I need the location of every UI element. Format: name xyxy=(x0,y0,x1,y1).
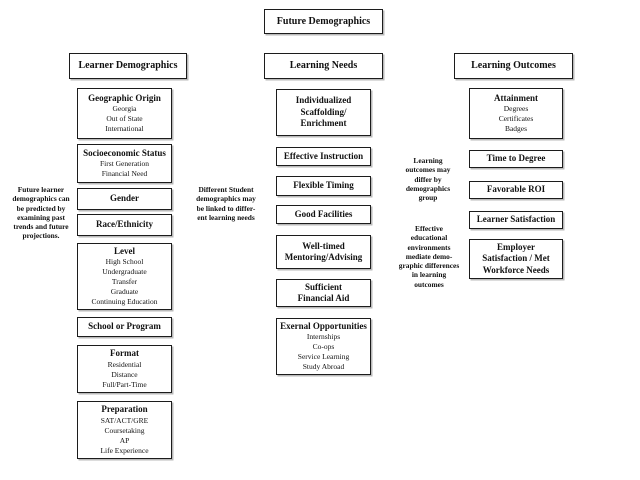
box-school-or-program: School or Program xyxy=(77,317,172,337)
box-title: School or Program xyxy=(88,321,161,332)
box-favorable-roi: Favorable ROI xyxy=(469,181,563,199)
column-header-learning-needs: Learning Needs xyxy=(264,53,383,79)
box-race-ethnicity: Race/Ethnicity xyxy=(77,214,172,236)
box-title: Flexible Timing xyxy=(293,180,354,191)
box-time-to-degree: Time to Degree xyxy=(469,150,563,168)
box-gender: Gender xyxy=(77,188,172,210)
box-title: Exernal Opportunities xyxy=(280,320,367,331)
box-flexible-timing: Flexible Timing xyxy=(276,176,371,196)
box-title: Socioeconomic Status xyxy=(83,147,166,158)
box-title: Effective Instruction xyxy=(283,150,364,161)
box-title: Gender xyxy=(110,193,139,204)
box-learner-satisfaction: Learner Satisfaction xyxy=(469,211,563,229)
box-title: Preparation xyxy=(101,404,148,415)
box-title: Race/Ethnicity xyxy=(96,219,153,230)
column-header-learner-demographics: Learner Demographics xyxy=(69,53,187,79)
box-title: Learner Satisfaction xyxy=(476,214,556,225)
column-header-learning-outcomes: Learning Outcomes xyxy=(454,53,573,79)
box-title: Level xyxy=(114,245,135,256)
box-future-demographics: Future Demographics xyxy=(264,9,383,34)
box-good-facilities: Good Facilities xyxy=(276,205,371,224)
box-title: Favorable ROI xyxy=(486,184,546,195)
box-title: Geographic Origin xyxy=(88,92,161,103)
box-title: Time to Degree xyxy=(486,153,546,164)
box-title: Attainment xyxy=(494,92,538,103)
box-title: Format xyxy=(110,348,139,359)
box-effective-instruction: Effective Instruction xyxy=(276,147,371,166)
box-title: Good Facilities xyxy=(294,208,353,219)
